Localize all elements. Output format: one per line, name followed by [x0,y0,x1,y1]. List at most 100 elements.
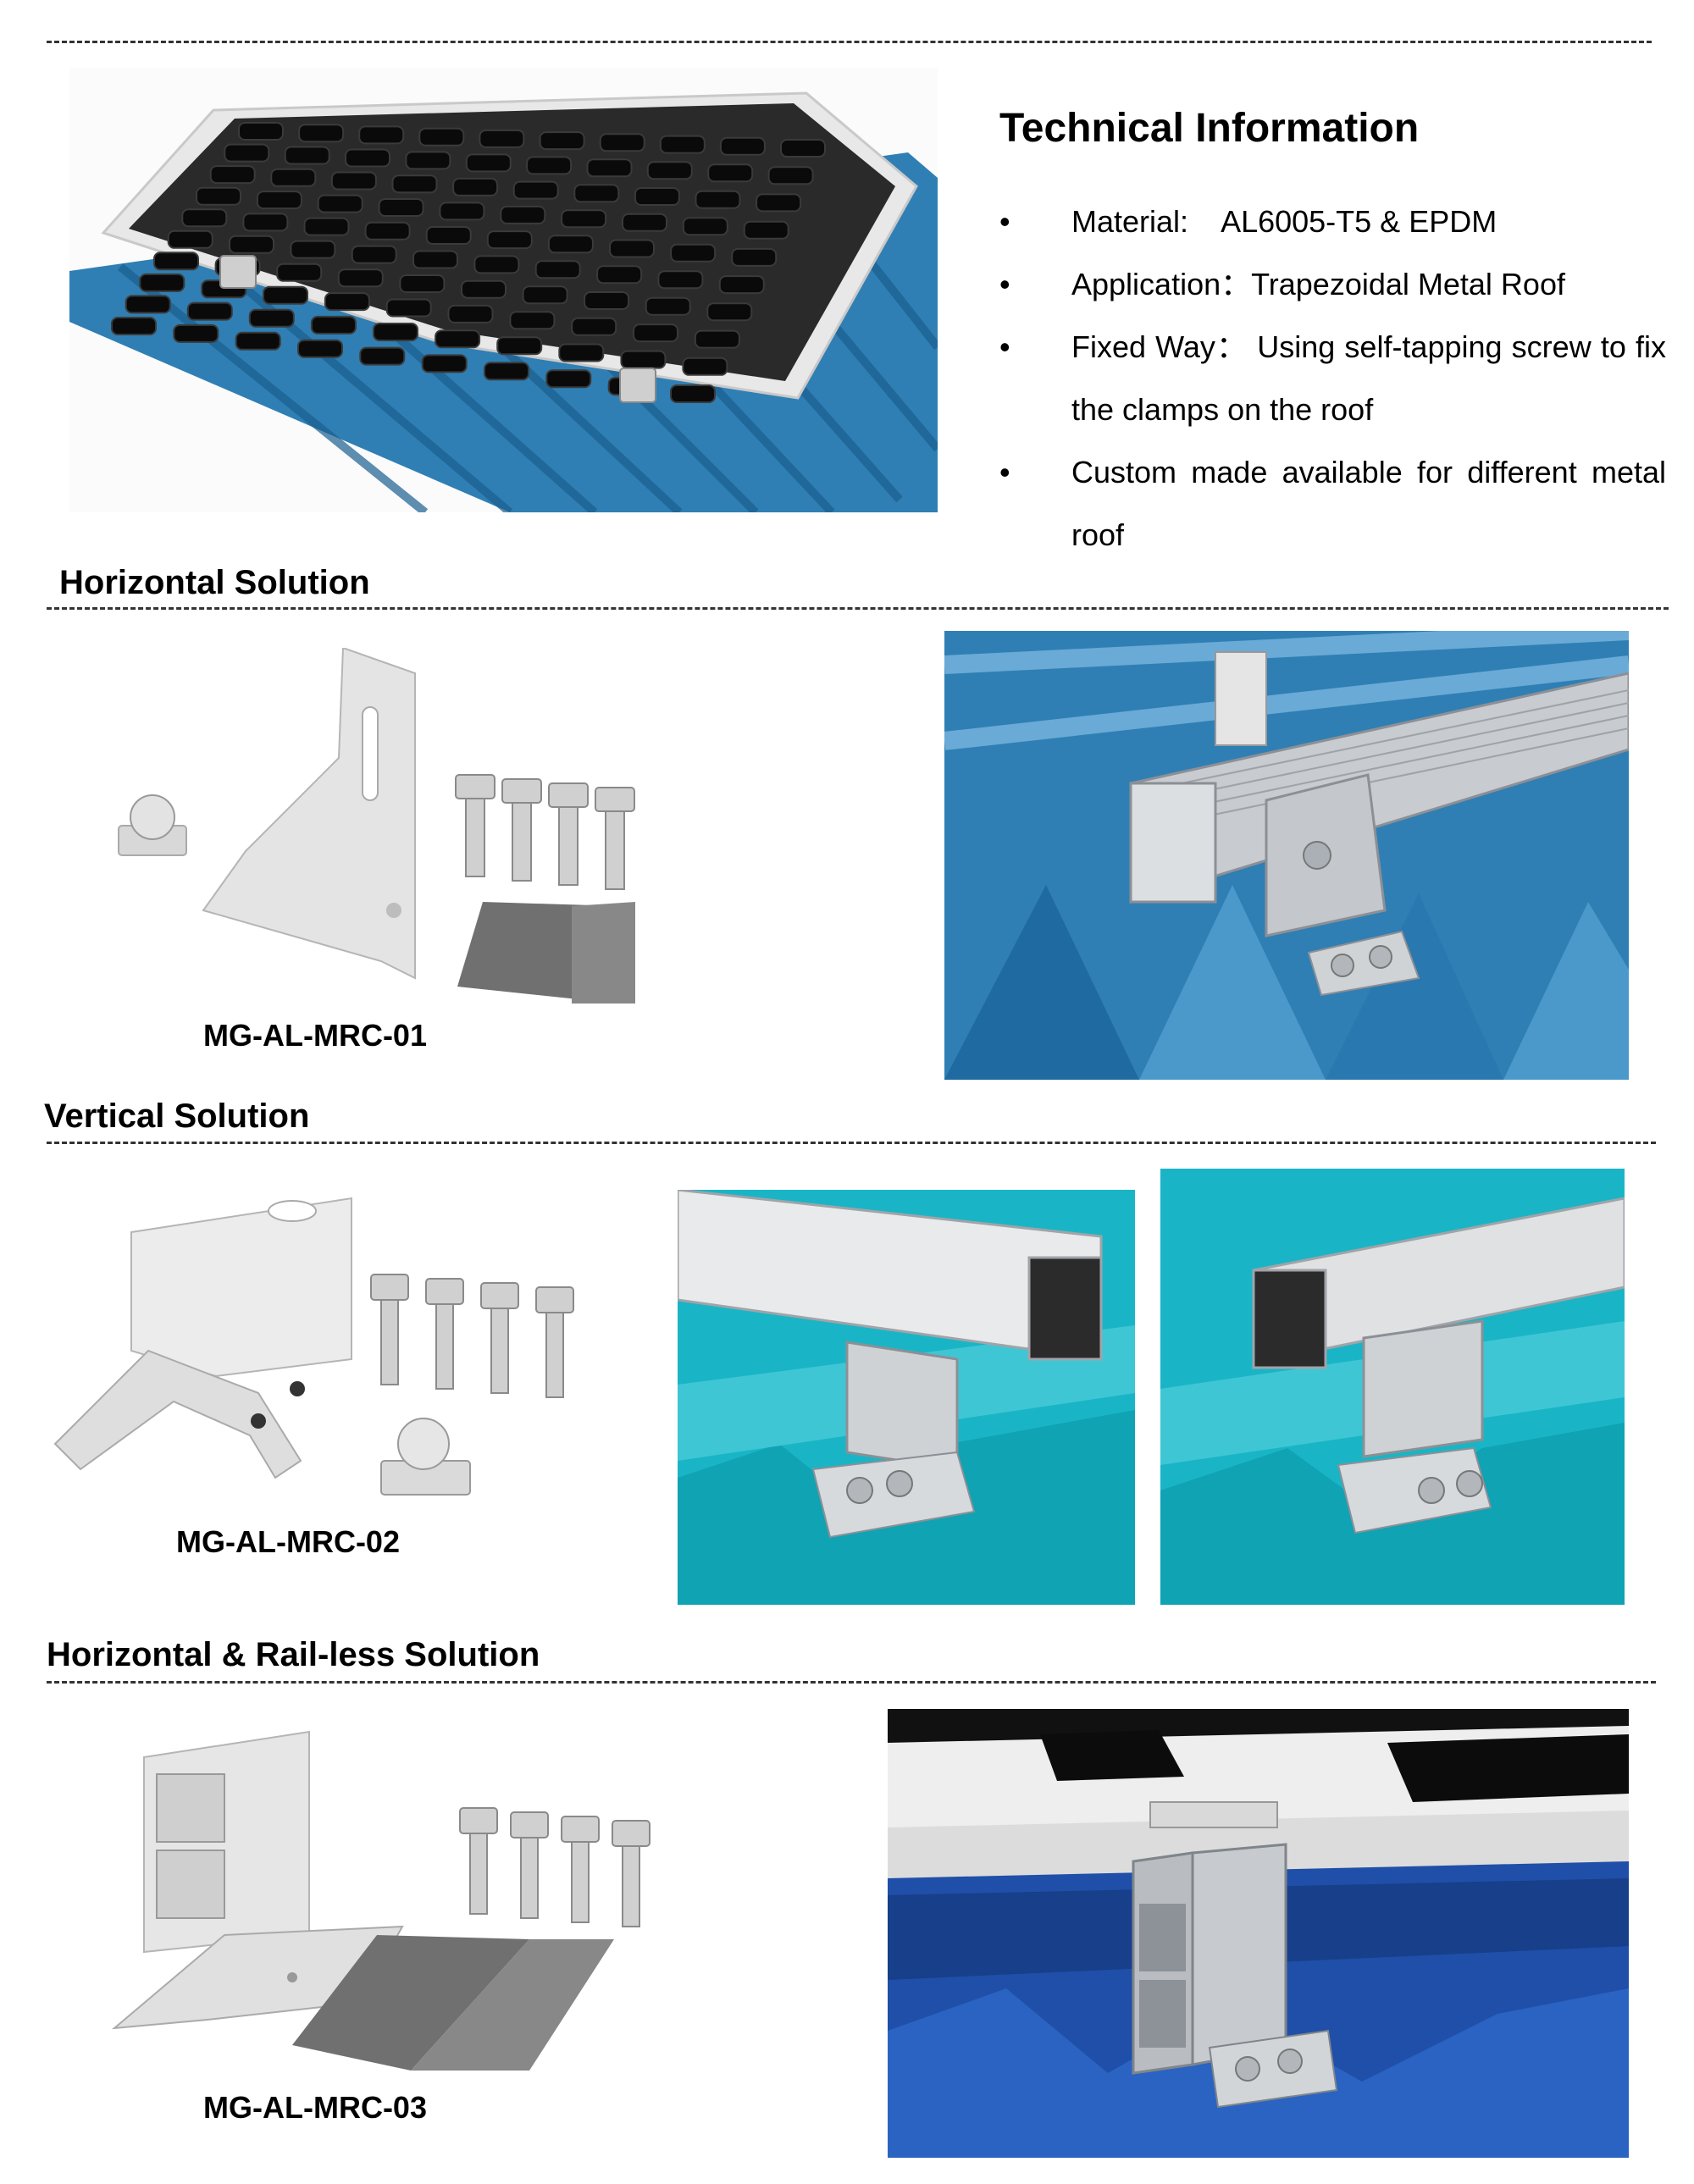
solar-cell [297,339,343,358]
solar-cell [719,136,766,156]
tech-item-text: Custom made available for different meta… [1071,455,1666,552]
solar-cell [599,133,645,152]
solar-cell [399,274,446,293]
solar-cell [479,129,525,148]
solar-cell [378,198,424,217]
solar-cell [465,153,512,173]
solar-cell [276,263,323,282]
vertical-installation-image-2 [1160,1169,1625,1605]
solar-cell [345,148,390,168]
technical-information-list: • Material: AL6005-T5 & EPDM • Applicati… [999,191,1666,567]
solar-cell [706,302,753,322]
solar-cell [418,127,465,147]
solar-cell [405,151,451,170]
solar-cell [670,243,717,263]
solar-cell [731,247,778,267]
solar-cell [435,329,481,349]
solar-cell [573,184,620,203]
solar-cell [209,165,256,185]
solar-cell [633,323,678,343]
solar-cell [767,166,814,185]
solar-cell [385,298,432,318]
solar-cell [337,268,384,288]
solar-cell [324,292,370,312]
solar-cell [317,194,363,213]
mrc-02-parts-image [47,1181,606,1512]
top-divider [47,41,1652,43]
solar-cell [561,209,607,229]
solar-cell [682,217,728,236]
tech-item-text: Fixed Way： Using self-tapping screw to f… [1071,329,1666,427]
solar-cell [290,240,336,259]
solar-cell [473,255,520,274]
solar-cell [756,193,802,213]
tech-item-text: Material: AL6005-T5 & EPDM [1071,204,1497,239]
solar-cell [229,235,274,254]
solar-cell [695,190,741,209]
solar-cell [586,158,633,178]
solar-cell [547,235,594,254]
tech-item-custom-made: • Custom made available for different me… [999,441,1666,567]
solar-cell [447,304,494,323]
solar-cell [153,252,199,271]
solar-cell [359,346,406,366]
model-label-mrc-03: MG-AL-MRC-03 [203,2090,427,2125]
solar-cell [263,285,308,305]
solar-cell [534,260,581,279]
solar-cell [509,311,556,330]
solar-cell [558,343,605,362]
solar-cell [571,317,617,336]
solar-cell [421,354,468,373]
solar-cell [484,362,529,381]
solar-cell [500,205,546,224]
bullet-dot: • [999,329,1010,364]
solar-cell [659,135,706,154]
mrc-01-parts-image [93,648,678,1020]
solar-cell [373,323,418,341]
solar-cell [351,245,397,264]
solar-cell [391,174,438,194]
solar-cell [284,146,330,165]
solar-cell [310,315,357,335]
vertical-solution-heading: Vertical Solution [44,1098,310,1135]
solar-cell [125,295,171,314]
solar-cell [694,329,740,349]
model-label-mrc-02: MG-AL-MRC-02 [176,1524,400,1559]
solar-cell [545,369,592,389]
hero-solar-panel-roof-image [69,68,938,512]
solar-cell [622,213,667,232]
vertical-installation-image-1 [678,1190,1135,1605]
solar-cell [670,384,716,403]
solar-cell [512,180,559,200]
solar-cell [242,213,289,232]
railless-divider [47,1681,1656,1684]
tech-item-application: • Application：Trapezoidal Metal Roof [999,253,1666,316]
solar-cell [238,122,284,141]
horizontal-solution-heading: Horizontal Solution [59,564,370,601]
solar-cell [657,270,704,290]
solar-cell [522,285,568,305]
solar-cell [620,350,667,369]
solar-cell [596,265,643,285]
tech-item-text: Application：Trapezoidal Metal Roof [1071,267,1565,301]
bullet-dot: • [999,267,1010,301]
solar-cell [186,301,233,321]
bullet-dot: • [999,204,1010,239]
solar-cell [364,221,411,241]
railless-installation-image [888,1709,1629,2158]
solar-cell [461,279,507,299]
solar-cell [412,250,458,269]
solar-cell [167,229,213,249]
solar-cell [181,208,228,228]
tech-item-fixed-way: • Fixed Way： Using self-tapping screw to… [999,316,1666,441]
solar-cell [718,275,765,295]
solar-cell [634,187,680,206]
horizontal-divider [47,607,1669,610]
solar-cell [452,177,499,196]
mrc-03-parts-image [106,1723,665,2079]
tech-item-material: • Material: AL6005-T5 & EPDM [999,191,1666,253]
solar-cell [303,217,350,236]
model-label-mrc-01: MG-AL-MRC-01 [203,1018,427,1053]
solar-cell [256,191,302,210]
solar-cell [439,202,485,221]
